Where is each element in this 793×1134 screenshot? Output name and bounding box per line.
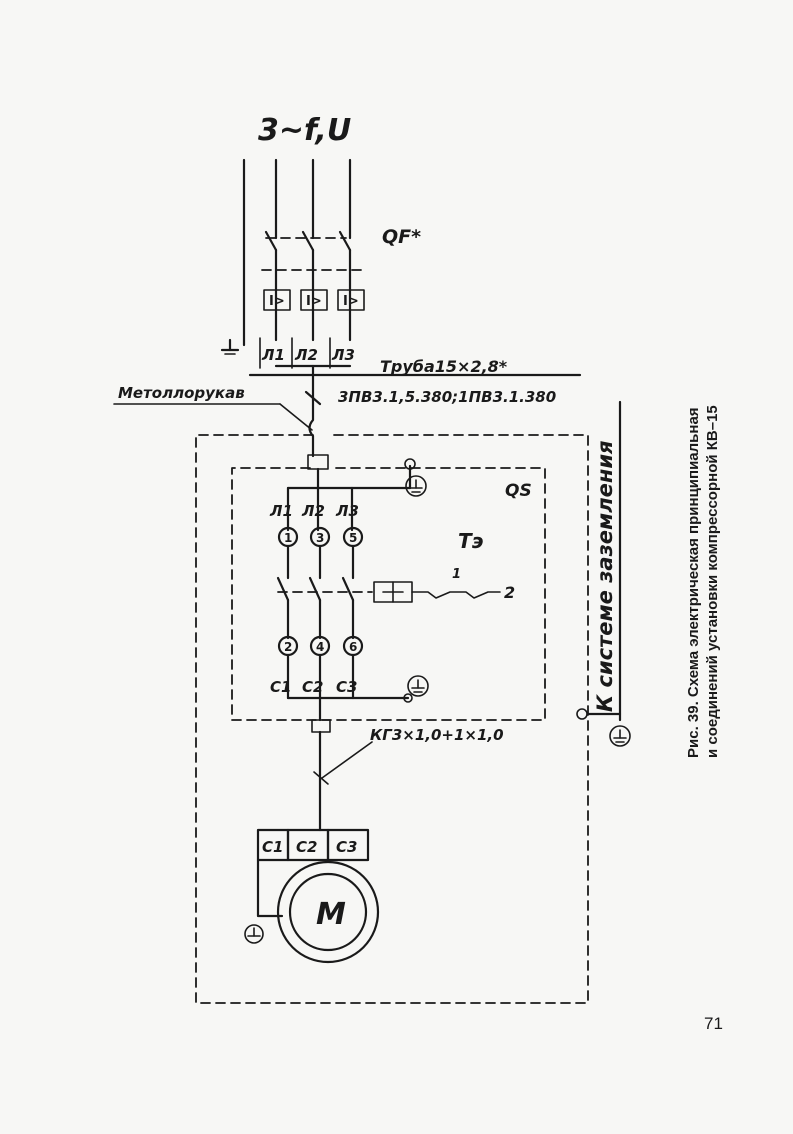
- metal-sleeve-label: Метоллорукав: [118, 384, 245, 402]
- switch-output: [286, 653, 429, 733]
- cable-into-enclosure: [308, 398, 315, 458]
- motor-label: М: [316, 897, 346, 932]
- terminal-2: 2: [284, 640, 292, 654]
- switch-contacts: [276, 544, 501, 640]
- relay-label: Тэ: [458, 529, 484, 553]
- breaker-label: QF*: [382, 226, 421, 248]
- cable-in-tick: [304, 390, 322, 406]
- terminal-4: 4: [316, 640, 324, 654]
- outer-enclosure: [195, 434, 589, 1004]
- supply-label: 3~f,U: [258, 113, 351, 148]
- pipe-label: Труба15×2,8*: [380, 357, 508, 376]
- trip-element-2: I>: [306, 294, 322, 309]
- breaker-output: [220, 337, 352, 402]
- trip-element-1: I>: [269, 294, 285, 309]
- terminal-3: 3: [316, 531, 324, 545]
- circuit-breaker-qf: I> I> I>: [261, 230, 367, 342]
- supply-lines: [242, 158, 352, 347]
- terminal-6: 6: [349, 640, 357, 654]
- motor-phase-c1: С1: [262, 838, 283, 856]
- breaker-phase-l2: Л2: [294, 346, 318, 364]
- switch-top-phase-1: Л1: [269, 502, 293, 520]
- grounding-label: К системе заземления: [593, 440, 617, 712]
- switch-top-phase-3: Л3: [335, 502, 359, 520]
- metal-sleeve-leader: [279, 403, 313, 431]
- motor-phase-c2: С2: [296, 838, 317, 856]
- switch-top-phase-2: Л2: [301, 502, 325, 520]
- grounding-system: [586, 400, 631, 747]
- switch-internal: [286, 458, 427, 532]
- switch-bottom-phase-3: С3: [336, 678, 357, 696]
- terminal-5: 5: [349, 531, 357, 545]
- switch-label: QS: [505, 481, 532, 501]
- page-number: 71: [704, 1014, 723, 1033]
- relay-contact-1: 1: [452, 567, 461, 582]
- cable-out-label: КГ3×1,0+1×1,0: [370, 726, 504, 744]
- switch-bottom-phase-2: С2: [302, 678, 323, 696]
- output-cable-leader: [321, 741, 373, 779]
- terminal-1: 1: [284, 531, 292, 545]
- switch-bottom-phase-1: С1: [270, 678, 291, 696]
- motor-phase-c3: С3: [336, 838, 357, 856]
- breaker-phase-l1: Л1: [261, 346, 285, 364]
- relay-contact-2: 2: [504, 583, 515, 602]
- output-cable-tick: [313, 771, 329, 785]
- breaker-phase-l3: Л3: [331, 346, 355, 364]
- caption-line-1: Рис. 39. Схема электрическая принципиаль…: [685, 407, 702, 758]
- trip-element-3: I>: [343, 294, 359, 309]
- caption-line-2: и соединений установки компрессорной КВ–…: [704, 405, 721, 758]
- motor: [244, 828, 380, 964]
- cable-in-label: 3ПВ3.1,5.380;1ПВ3.1.380: [338, 388, 556, 406]
